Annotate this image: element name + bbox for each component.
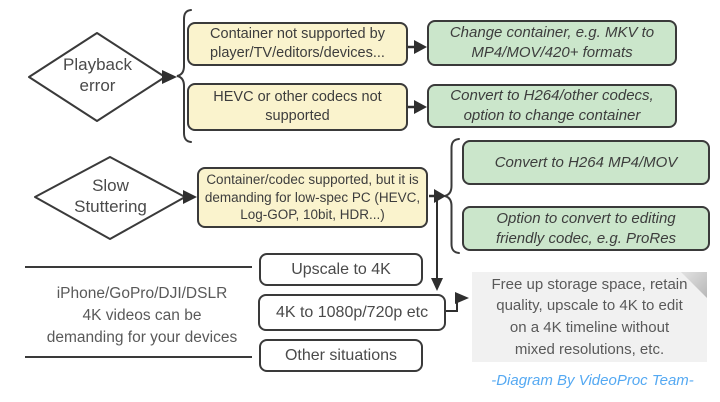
storage-note: Free up storage space, retain quality, u…	[472, 272, 707, 362]
brace-stutter	[444, 138, 460, 254]
arrow-playback-to-brace-icon	[162, 70, 177, 84]
storage-note-line4: mixed resolutions, etc.	[514, 340, 665, 358]
solution-change-container: Change container, e.g. MKV to MP4/MOV/42…	[427, 20, 677, 66]
storage-note-line2: quality, upscale to 4K to edit	[496, 297, 683, 315]
stutter-diamond-line2: Stuttering	[74, 197, 147, 217]
arrow-stutter-head-icon	[434, 189, 446, 203]
brace-playback	[176, 9, 192, 143]
drop-arrow-head-icon	[431, 278, 443, 291]
devices-description: iPhone/GoPro/DJI/DSLR 4K videos can be d…	[28, 283, 256, 349]
storage-note-line1: Free up storage space, retain	[491, 275, 688, 293]
playback-diamond-line1: Playback	[63, 55, 132, 74]
cause-container-not-supported: Container not supported by player/TV/edi…	[187, 22, 408, 66]
stutter-diamond-label: Slow Stuttering	[42, 175, 179, 218]
arrow-cause2-head-icon	[414, 100, 427, 114]
option-upscale-4k: Upscale to 4K	[259, 253, 423, 286]
option-other-situations: Other situations	[259, 339, 423, 372]
arrow-cause1-head-icon	[414, 40, 427, 54]
playback-diamond-label: Playback error	[40, 54, 155, 97]
storage-note-line3: on a 4K timeline without	[509, 319, 670, 336]
stutter-diamond-line1: Slow	[92, 176, 129, 195]
solution-convert-prores: Option to convert to editing friendly co…	[462, 206, 710, 251]
option-downscale: 4K to 1080p/720p etc	[258, 294, 446, 331]
cause-codec-not-supported: HEVC or other codecs not supported	[187, 83, 408, 131]
solution-convert-h264: Convert to H264 MP4/MOV	[462, 140, 710, 185]
devices-description-line1: iPhone/GoPro/DJI/DSLR	[56, 285, 228, 302]
arrow-stutter-to-cause-icon	[183, 190, 197, 204]
devices-description-line2: 4K videos can be	[82, 307, 202, 324]
elbow-arrow-head-icon	[455, 292, 469, 304]
credit-text: -Diagram By VideoProc Team-	[491, 372, 694, 389]
playback-diamond-line2: error	[79, 76, 116, 96]
cause-demanding-lowspec: Container/codec supported, but it is dem…	[197, 167, 428, 228]
devices-description-line3: demanding for your devices	[46, 329, 238, 346]
solution-convert-codecs: Convert to H264/other codecs, option to …	[427, 84, 677, 128]
